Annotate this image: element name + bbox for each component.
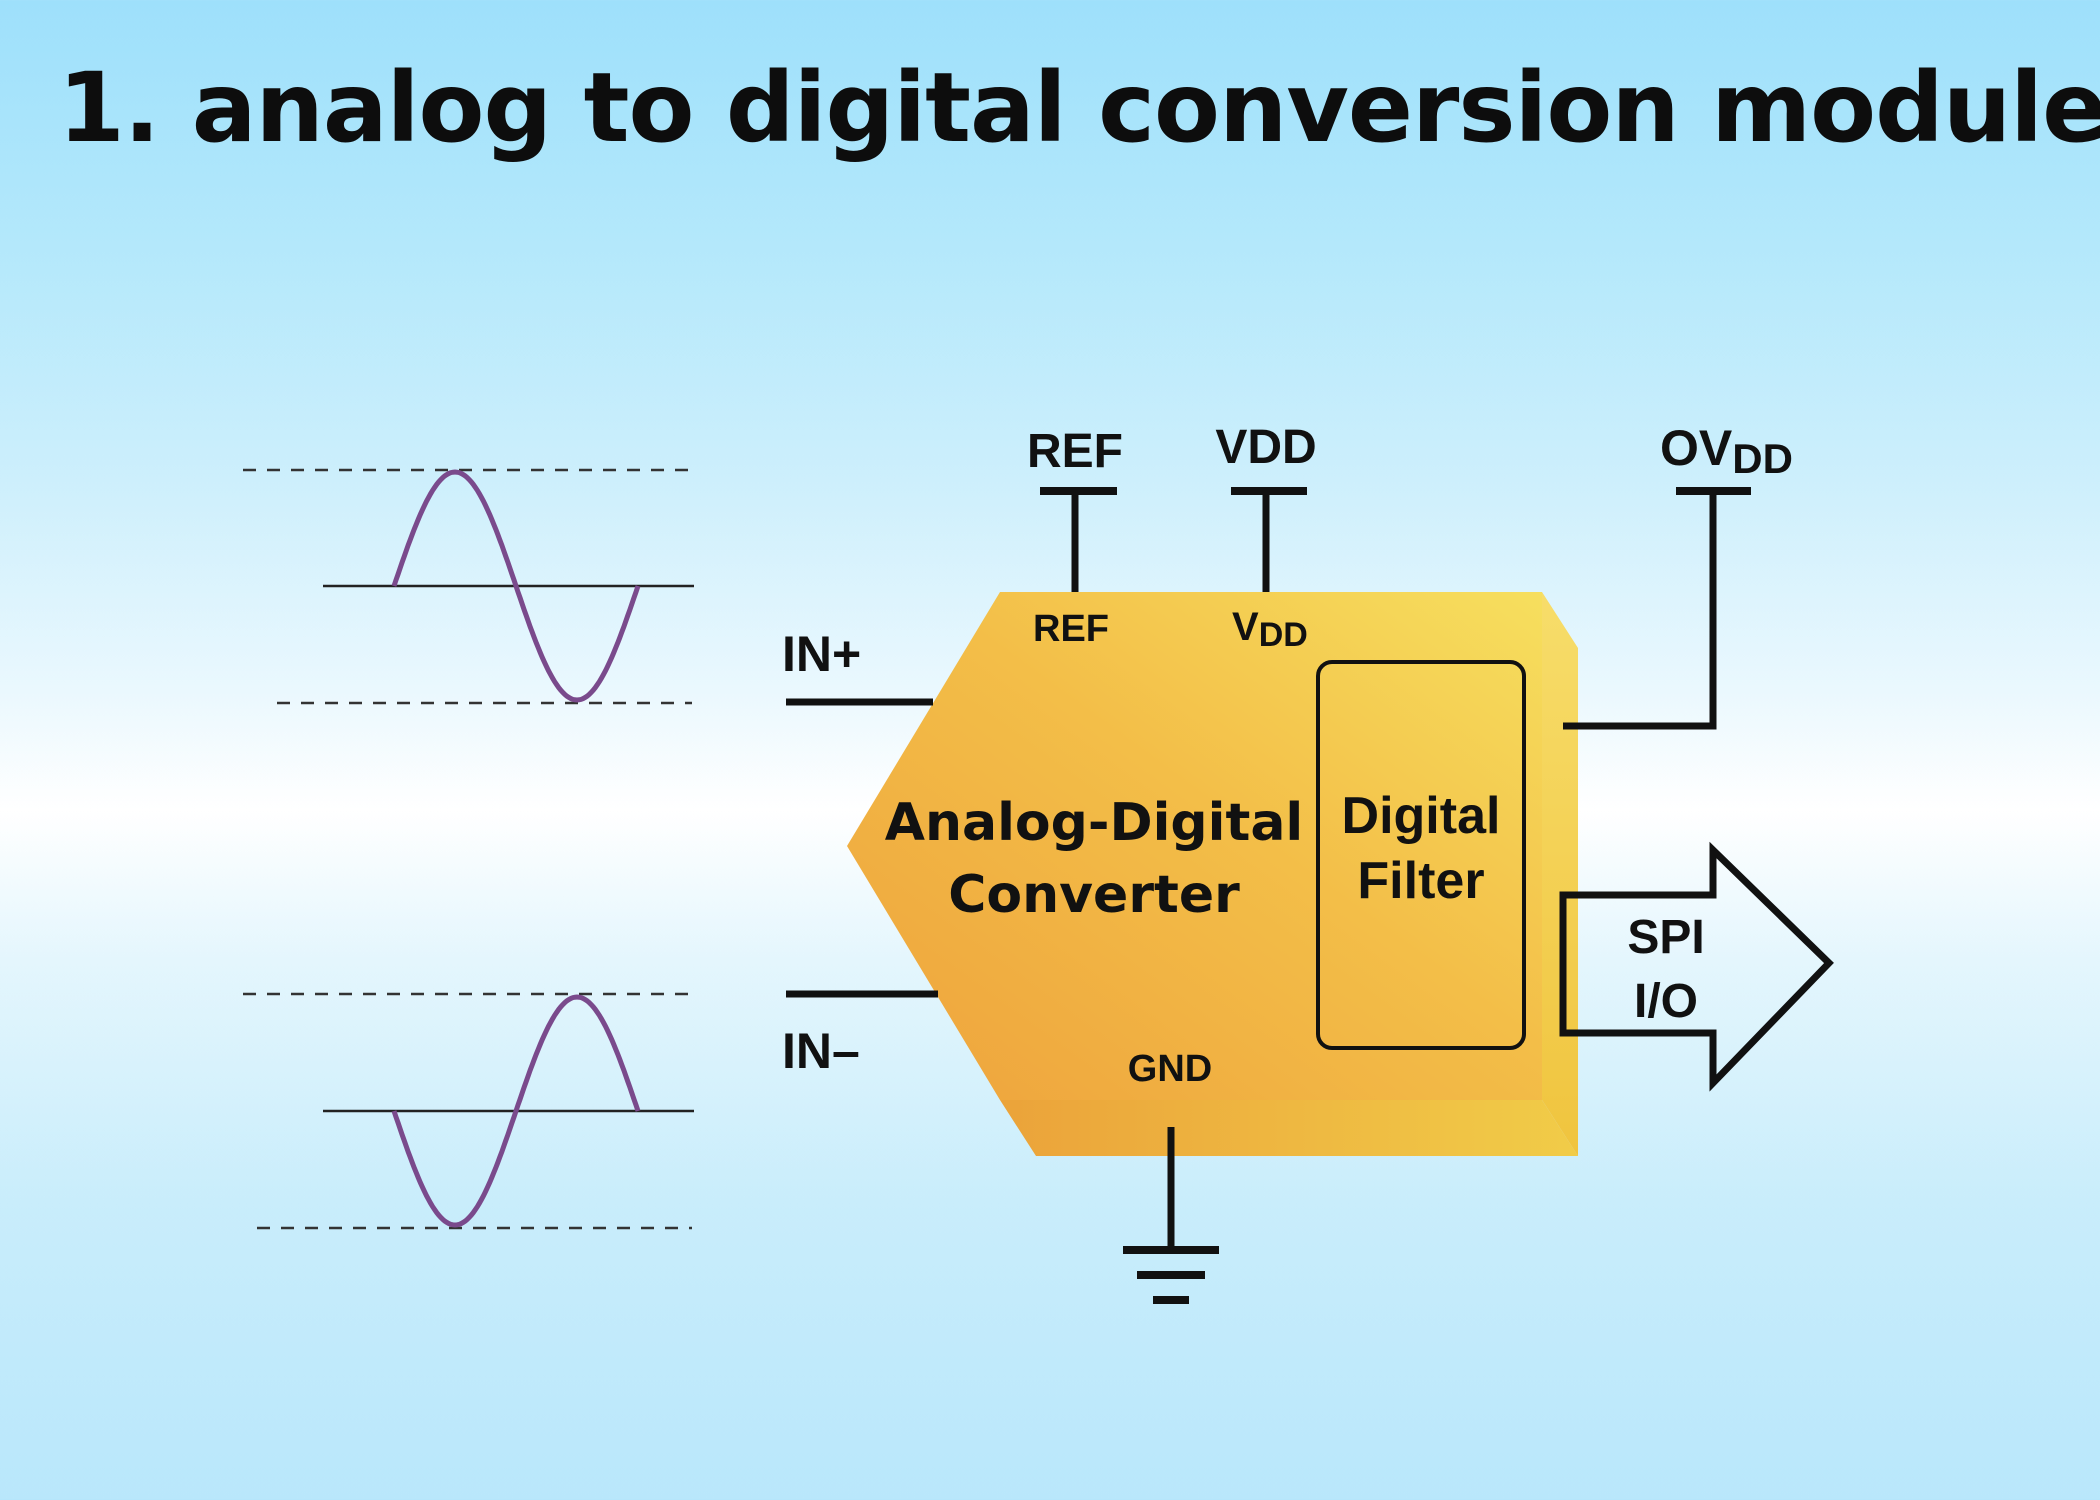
ovdd-pin — [1563, 487, 1751, 730]
vdd-external-label: VDD — [1215, 421, 1316, 474]
io-label: I/O — [1634, 975, 1698, 1028]
ovdd-external-label: OVDD — [1660, 420, 1793, 482]
adc-block — [847, 592, 1578, 1156]
adc-block-side-face — [1542, 592, 1578, 1156]
ground-symbol — [1123, 1127, 1219, 1304]
in-plus-label: IN+ — [782, 626, 861, 682]
sine-wave — [391, 469, 641, 703]
ref-pin — [1040, 487, 1117, 592]
filter-label-line1: Digital — [1342, 787, 1501, 845]
adc-label-line1: Analog-Digital — [885, 793, 1304, 853]
gnd-label: GND — [1128, 1048, 1212, 1090]
vdd-pin — [1231, 487, 1307, 592]
ref-internal-label: REF — [1033, 608, 1109, 650]
filter-label-line2: Filter — [1357, 852, 1484, 910]
vdd-internal-label: VDD — [1232, 605, 1308, 654]
adc-block-front-face — [847, 592, 1542, 1100]
adc-label-line2: Converter — [948, 865, 1240, 925]
ref-external-label: REF — [1027, 425, 1123, 478]
spi-label: SPI — [1627, 911, 1704, 964]
adc-block-bottom-face — [1000, 1100, 1578, 1156]
page-title: 1. analog to digital conversion module — [58, 52, 2100, 164]
sine-wave — [391, 994, 641, 1228]
input-waveform-positive — [243, 468, 694, 705]
digital-filter-box — [1316, 660, 1526, 1050]
in-minus-label: IN– — [782, 1023, 860, 1079]
spi-output-arrow — [1559, 841, 1834, 1092]
ovdd-pin-wire — [1563, 491, 1717, 730]
input-waveform-negative — [243, 992, 694, 1230]
